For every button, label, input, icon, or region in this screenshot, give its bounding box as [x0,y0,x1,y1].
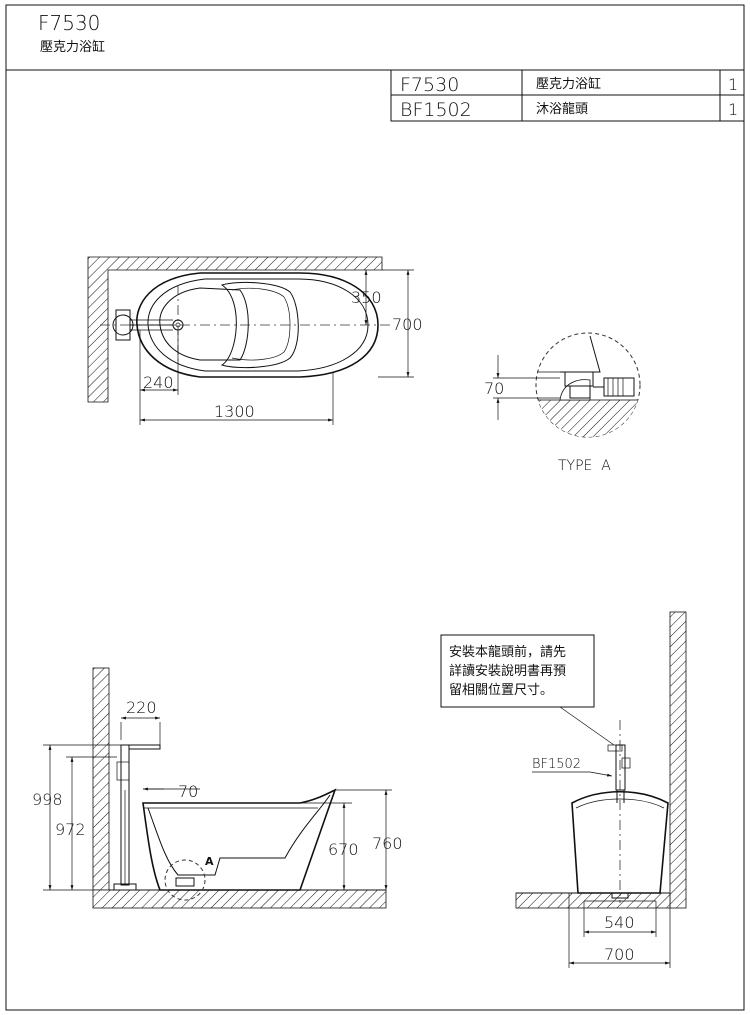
parts-row-2-name: 沐浴龍頭 [536,101,588,117]
parts-row-2-qty: 1 [728,100,738,119]
header-model: F7530 [38,11,100,35]
dim-700-front: 700 [604,945,635,964]
dim-220: 220 [126,698,157,717]
front-view-wall [669,611,687,909]
sheet-border [5,4,745,1011]
detail-dim-70: 70 [484,379,504,398]
parts-row-1-code: F7530 [400,74,459,96]
faucet-label-bf1502: BF1502 [532,757,581,772]
top-view-wall [87,256,383,403]
tub-basin [159,287,249,361]
parts-row-1-qty: 1 [728,75,738,94]
dim-350: 350 [351,288,382,307]
tub-side-profile [142,788,337,891]
header-name: 壓克力浴缸 [40,39,105,55]
marker-a: A [205,855,214,868]
drain-detail-marker [164,859,206,901]
tub-inner-rim [147,278,369,372]
install-note-line-3: 留相關位置尺寸。 [449,683,553,698]
dim-700-width: 700 [392,315,423,334]
tub-front-profile [571,791,669,894]
install-note-box [440,634,595,708]
dim-760: 760 [372,834,403,853]
side-view-floor [92,889,387,909]
detail-a-label: TYPE A [558,458,611,474]
parts-row-2-code: BF1502 [400,99,472,121]
install-note-line-2: 詳讀安裝說明書再預 [449,663,566,679]
install-note-line-1: 安裝本龍頭前，請先 [449,644,566,660]
detail-a-circle [535,332,641,438]
side-view: A 220 998 972 70 670 760 [32,667,403,909]
front-view: 安裝本龍頭前，請先 詳讀安裝說明書再預 留相關位置尺寸。 BF1502 540 … [440,611,687,968]
dim-70-side: 70 [178,782,198,801]
front-view-floor [515,892,671,909]
dim-998: 998 [32,790,63,809]
detail-a: 70 TYPE A [484,332,641,474]
shower-faucet-front [615,744,626,791]
parts-row-1-name: 壓克力浴缸 [536,76,601,92]
dim-972: 972 [55,820,86,839]
dim-240: 240 [143,373,174,392]
dim-1300: 1300 [214,402,255,421]
top-view: 350 700 240 1300 [87,256,423,425]
dim-670: 670 [328,840,359,859]
tub-backrest [220,281,299,369]
dim-540: 540 [604,913,635,932]
parts-table: F7530 壓克力浴缸 1 BF1502 沐浴龍頭 1 [390,69,745,122]
side-view-wall [92,667,110,891]
